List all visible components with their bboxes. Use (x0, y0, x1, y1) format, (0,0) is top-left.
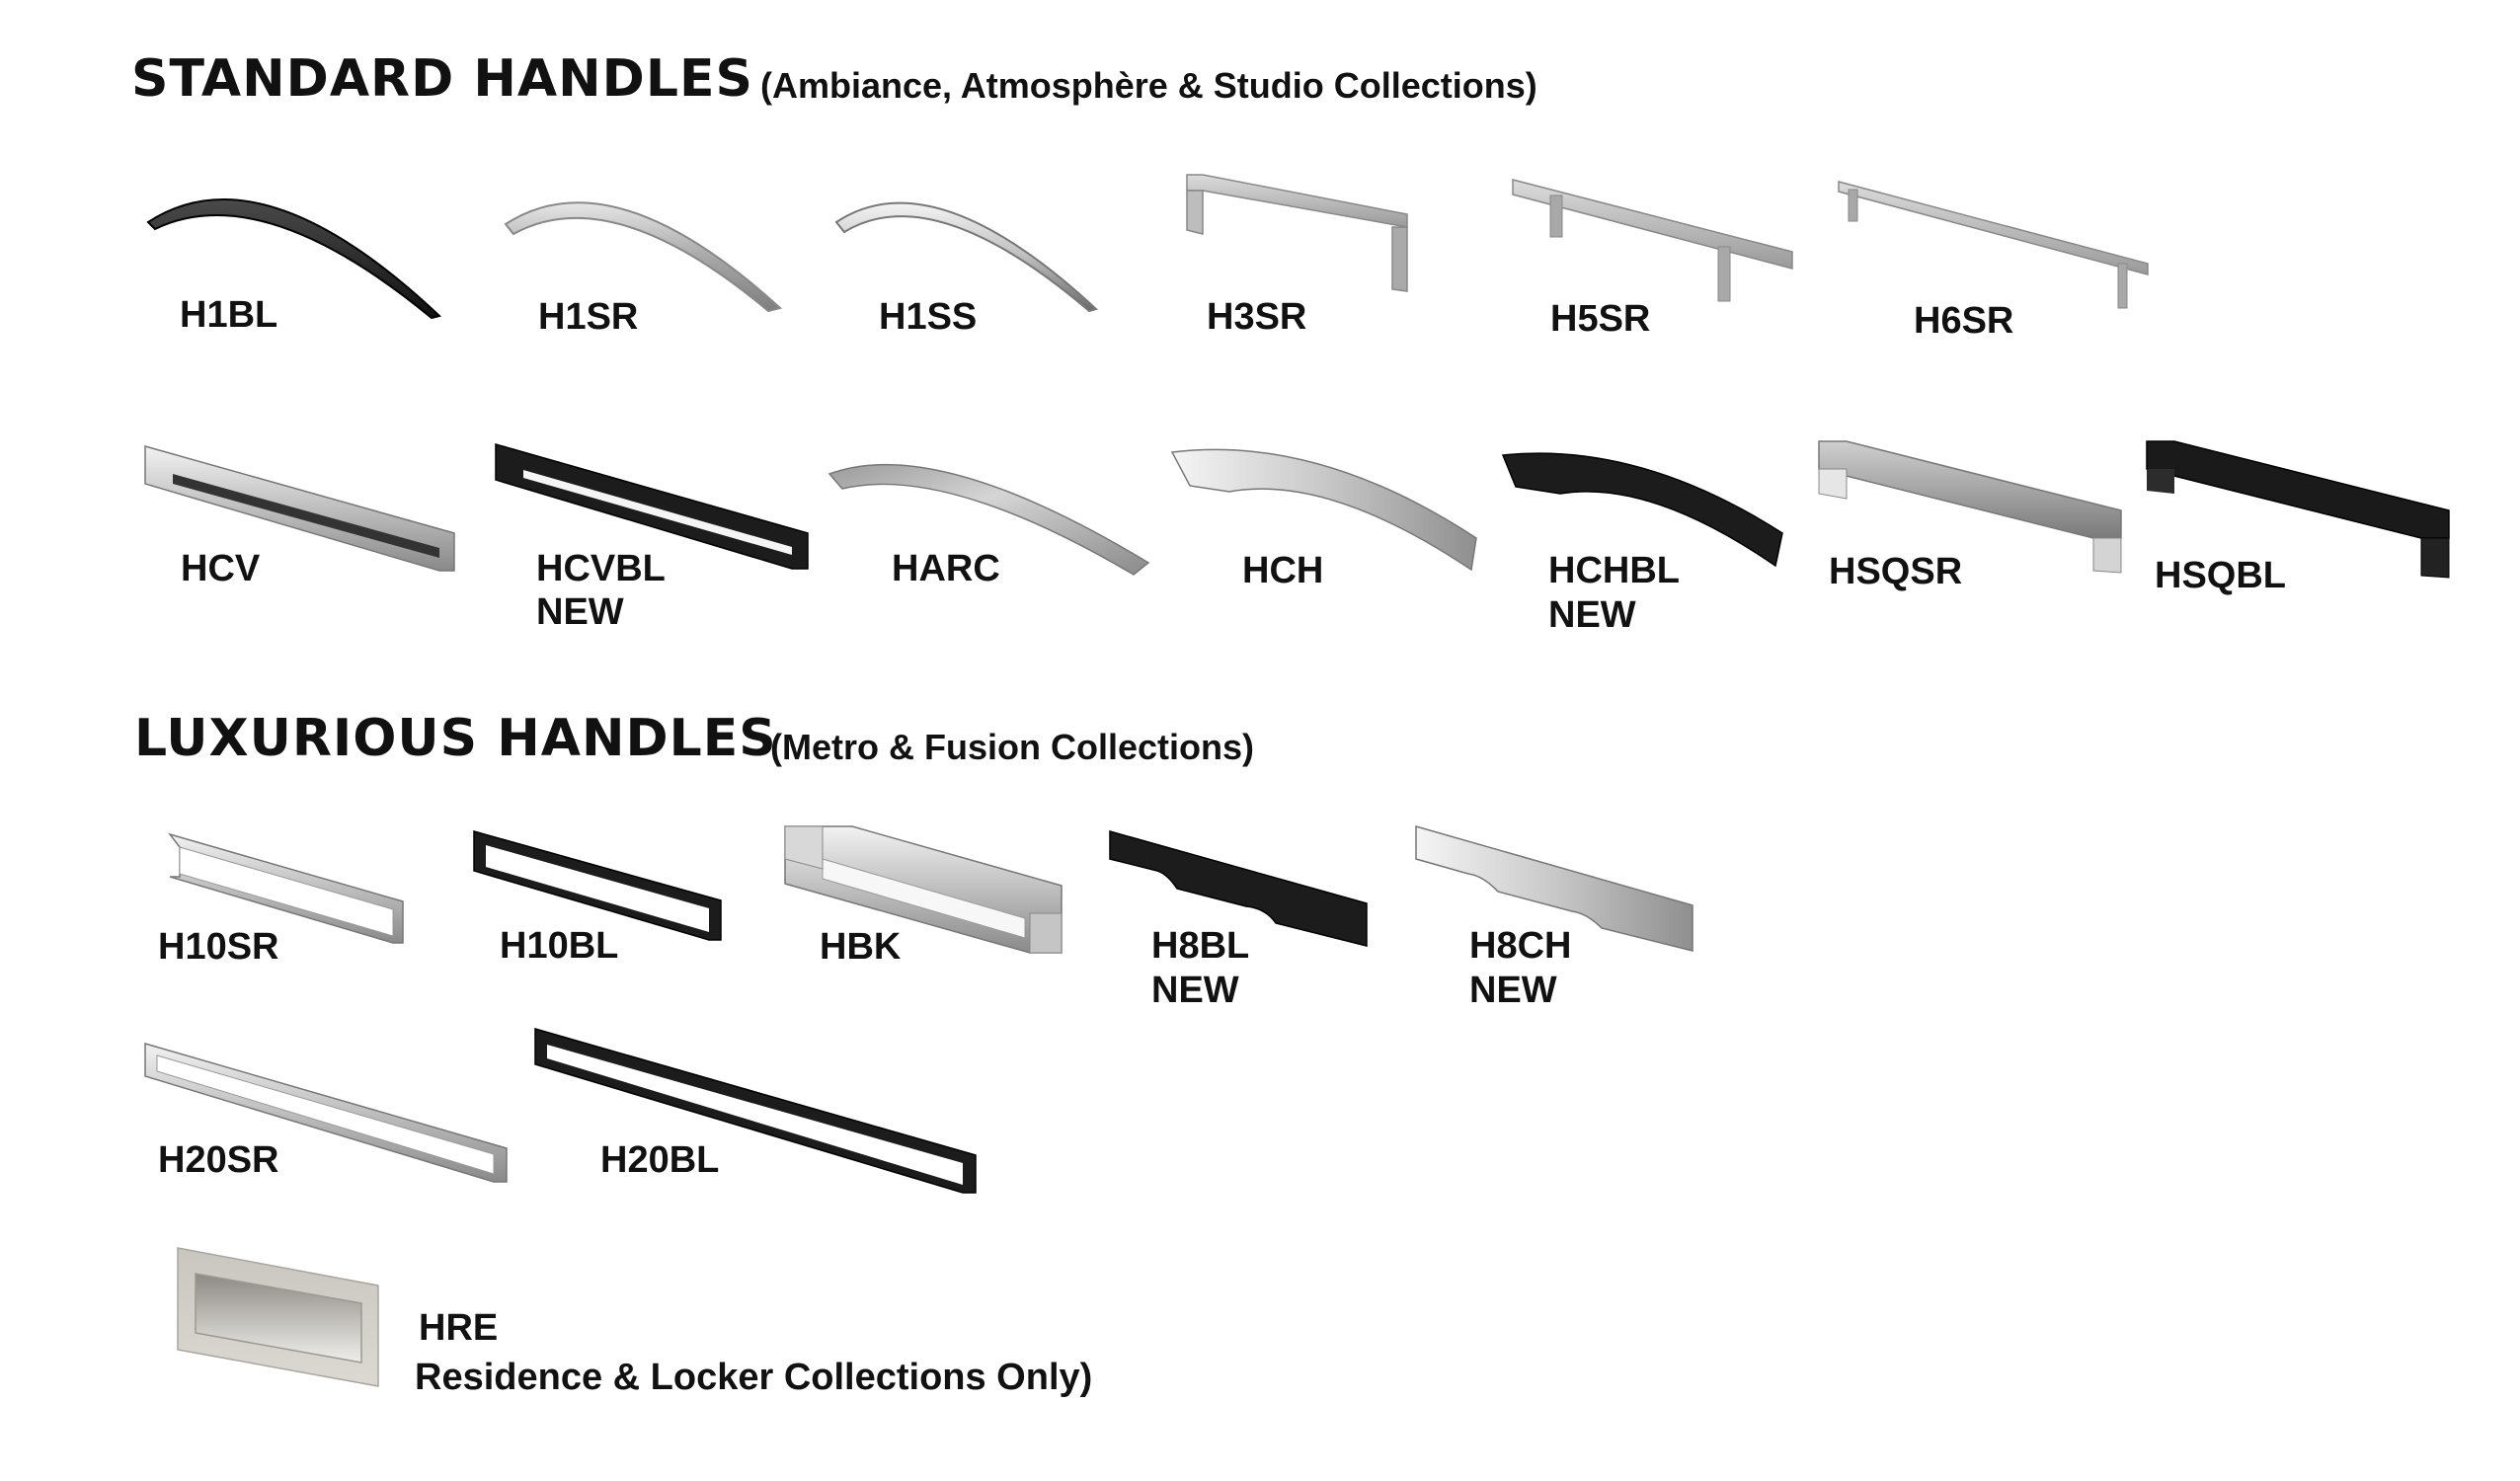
product-hsqsr[interactable] (1817, 439, 2123, 578)
curved-arc-handle-stainless-icon (834, 201, 1098, 313)
product-h20sr[interactable] (143, 1042, 509, 1185)
product-hsqbl[interactable] (2145, 439, 2451, 583)
label-hsqbl: HSQBL (2155, 555, 2286, 596)
frame-handle-silver-icon (168, 832, 404, 944)
channel-handle-black-icon (495, 443, 809, 570)
label-h10sr: H10SR (158, 926, 279, 968)
arched-bow-handle-silver-icon (827, 463, 1150, 576)
label-h10bl: H10BL (500, 925, 619, 967)
label-hre: HRE (419, 1307, 499, 1349)
product-harc[interactable] (827, 444, 1153, 578)
product-hcvbl[interactable] (494, 442, 810, 571)
product-h10sr[interactable] (168, 832, 405, 946)
label-h8ch: H8CH (1469, 925, 1572, 967)
label-hsqsr: HSQSR (1829, 551, 1963, 592)
product-hcv[interactable] (143, 444, 459, 573)
product-h1sr[interactable] (504, 180, 790, 318)
long-frame-handle-silver-icon (144, 1043, 508, 1183)
flat-arch-handle-chrome-icon (1170, 448, 1477, 572)
label-h1sr: H1SR (538, 296, 639, 338)
label-hchbl: HCHBL (1548, 550, 1680, 591)
product-h20bl[interactable] (533, 1027, 978, 1195)
luxurious-handles-subtitle: (Metro & Fusion Collections) (770, 727, 1254, 767)
label-h5sr: H5SR (1550, 298, 1651, 340)
channel-handle-silver-icon (144, 445, 455, 572)
label-h8bl: H8BL (1151, 925, 1250, 967)
label-h3sr: H3SR (1207, 296, 1307, 338)
long-frame-handle-black-icon (534, 1028, 977, 1194)
label-h20bl: H20BL (600, 1139, 720, 1181)
label-harc: HARC (892, 548, 1000, 589)
product-hbk[interactable] (783, 824, 1064, 958)
product-h8bl[interactable] (1108, 829, 1370, 948)
label-hbk: HBK (820, 926, 902, 968)
cutout-plate-handle-black-icon (1109, 830, 1368, 947)
label-hch: HCH (1242, 550, 1324, 591)
square-block-handle-black-icon (2146, 440, 2450, 579)
frame-handle-black-icon (473, 830, 722, 941)
product-h10bl[interactable] (472, 829, 724, 943)
label-h6sr: H6SR (1914, 300, 2014, 342)
product-h5sr[interactable] (1511, 178, 1797, 306)
standard-handles-title: STANDARD HANDLES (131, 49, 753, 109)
label-h1ss: H1SS (879, 296, 978, 338)
hre-collection-note: Residence & Locker Collections Only) (415, 1357, 1093, 1398)
product-h6sr[interactable] (1837, 180, 2153, 313)
new-badge-hchbl: NEW (1548, 594, 1636, 636)
label-hcvbl: HCVBL (536, 548, 666, 589)
curved-arc-handle-black-icon (146, 198, 442, 320)
luxurious-handles-title: LUXURIOUS HANDLES (134, 709, 777, 768)
long-bar-pull-handle-brushed-icon (1838, 181, 2149, 309)
recessed-pull-handle-icon (177, 1247, 379, 1387)
flat-arch-handle-black-icon (1501, 452, 1783, 568)
block-frame-handle-silver-icon (784, 825, 1063, 954)
product-h3sr[interactable] (1185, 173, 1412, 301)
product-hch[interactable] (1170, 444, 1481, 573)
square-bar-handle-brushed-icon (1186, 174, 1408, 292)
new-badge-hcvbl: NEW (536, 591, 624, 633)
curved-arc-handle-brushed-icon (504, 201, 783, 313)
product-h8ch[interactable] (1414, 824, 1695, 953)
square-block-handle-brushed-icon (1818, 440, 2122, 574)
product-hre[interactable] (176, 1246, 383, 1389)
label-h20sr: H20SR (158, 1139, 279, 1181)
new-badge-h8ch: NEW (1469, 970, 1557, 1011)
bar-pull-handle-brushed-icon (1512, 179, 1793, 302)
cutout-plate-handle-chrome-icon (1415, 825, 1693, 952)
product-h1ss[interactable] (834, 183, 1101, 313)
label-hcv: HCV (181, 548, 261, 589)
label-h1bl: H1BL (180, 294, 278, 336)
product-h1bl[interactable] (143, 168, 449, 326)
product-hchbl[interactable] (1501, 449, 1787, 568)
standard-handles-subtitle: (Ambiance, Atmosphère & Studio Collectio… (760, 65, 1537, 106)
new-badge-h8bl: NEW (1151, 970, 1239, 1011)
